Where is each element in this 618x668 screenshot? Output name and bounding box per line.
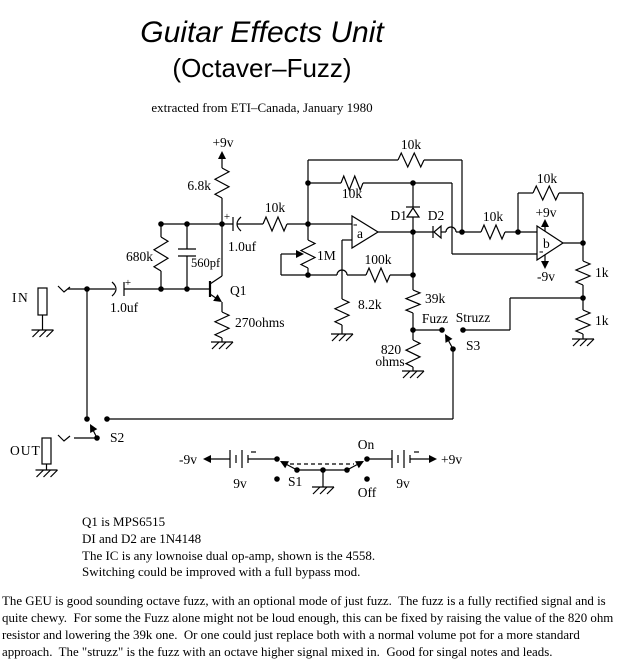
potentiometer-1m-label: 1M <box>317 248 336 263</box>
resistor-820ohms: 820 ohms <box>375 339 422 369</box>
resistor-1k-lower: 1k <box>574 309 609 335</box>
transistor-q1: Q1 <box>208 281 247 306</box>
capacitor-560pf-label: 560pf <box>191 256 221 270</box>
resistor-680k-label: 680k <box>126 249 153 264</box>
resistor-10k-input: 10k <box>262 200 288 233</box>
battery-positive-9v: +9v 9v <box>391 449 462 491</box>
resistor-10k-b-feedback: 10k <box>532 171 560 202</box>
struzz-contact-label: Struzz <box>456 310 491 325</box>
capacitor-input-label: 1.0uf <box>110 300 139 315</box>
resistor-6k8: 6.8k <box>187 167 231 199</box>
resistor-8k2: 8.2k <box>333 297 382 326</box>
capacitor-560pf: 560pf <box>178 248 221 270</box>
resistor-10k-b-input-label: 10k <box>483 209 504 224</box>
credit-line: extracted from ETI–Canada, January 1980 <box>151 100 373 115</box>
diode-d1: D1 <box>391 206 421 223</box>
capacitor-input-plus: + <box>125 277 131 289</box>
resistor-10k-input-label: 10k <box>265 200 286 215</box>
description-line: The GEU is good sounding octave fuzz, wi… <box>2 594 606 608</box>
resistor-680k: 680k <box>126 236 170 272</box>
resistor-1k-upper-label: 1k <box>595 265 609 280</box>
potentiometer-1m: 1M <box>296 239 336 269</box>
input-jack: IN <box>12 285 71 338</box>
resistor-10k-feedback-mid-label: 10k <box>342 186 363 201</box>
battery-right-label: 9v <box>396 476 410 491</box>
note-line: The IC is any lownoise dual op-amp, show… <box>82 547 376 563</box>
opamp-b-vee: -9v <box>537 269 555 284</box>
capacitor-coupling-label: 1.0uf <box>228 239 257 254</box>
battery-right-rail-label: +9v <box>441 452 462 467</box>
note-line: DI and D2 are 1N4148 <box>82 530 202 546</box>
opamp-b-minus: - <box>539 243 544 258</box>
opamp-b-vcc: +9v <box>535 205 556 220</box>
resistor-10k-feedback-top: 10k <box>397 137 425 169</box>
opamp-b: b - +9v -9v <box>535 205 565 284</box>
resistor-10k-b-feedback-label: 10k <box>537 171 558 186</box>
note-line: Q1 is MPS6515 <box>82 514 166 529</box>
resistor-100k-label: 100k <box>365 252 392 267</box>
switch-s1: S1 On Off <box>278 437 377 500</box>
opamp-a-minus: - <box>353 216 358 231</box>
output-jack: OUT <box>10 434 71 478</box>
opamp-a-label: a <box>357 226 363 241</box>
description-line: resistor and lowering the 39k one. Or on… <box>2 628 580 642</box>
page-subtitle: (Octaver–Fuzz) <box>172 53 352 83</box>
supply-label: +9v <box>212 135 233 150</box>
switch-s1-label: S1 <box>288 474 302 489</box>
resistor-6k8-label: 6.8k <box>187 178 211 193</box>
diode-d1-label: D1 <box>391 208 408 223</box>
output-label: OUT <box>10 443 41 458</box>
resistor-820-value: 820 <box>381 342 402 357</box>
wire-hop <box>336 269 348 276</box>
capacitor-input-1uf: + 1.0uf <box>110 277 139 315</box>
wire-hop <box>445 226 457 233</box>
resistor-8k2-label: 8.2k <box>358 297 382 312</box>
diode-d2: D2 <box>428 208 445 240</box>
switch-on-label: On <box>358 437 375 452</box>
resistor-270ohms: 270ohms <box>213 311 285 339</box>
switch-s2-label: S2 <box>110 430 124 445</box>
resistor-100k: 100k <box>365 252 392 284</box>
battery-left-label: 9v <box>233 476 247 491</box>
transistor-q1-label: Q1 <box>230 283 247 298</box>
capacitor-coupling-plus: + <box>224 211 230 223</box>
fuzz-contact-label: Fuzz <box>422 311 448 326</box>
description-line: approach. The "struzz" is the fuzz with … <box>2 645 553 659</box>
capacitor-coupling-1uf: + 1.0uf <box>224 211 257 254</box>
diode-d2-label: D2 <box>428 208 445 223</box>
junction-dots <box>84 180 586 482</box>
input-label: IN <box>12 290 29 305</box>
switch-s2: S2 <box>86 422 124 445</box>
battery-left-rail-label: -9v <box>179 452 197 467</box>
switch-s3: S3 Fuzz Struzz <box>422 310 490 353</box>
switch-s3-label: S3 <box>466 338 481 353</box>
notes-block: Q1 is MPS6515 DI and D2 are 1N4148 The I… <box>82 514 375 581</box>
description-paragraph: The GEU is good sounding octave fuzz, wi… <box>2 593 613 661</box>
supply-arrow-9v-top: +9v <box>212 135 234 159</box>
battery-negative-9v: -9v 9v <box>179 449 256 491</box>
page-title: Guitar Effects Unit <box>140 16 384 49</box>
resistor-10k-feedback-top-label: 10k <box>401 137 422 152</box>
resistor-1k-upper: 1k <box>574 260 609 286</box>
switch-off-label: Off <box>358 485 377 500</box>
resistor-39k: 39k <box>404 289 446 314</box>
opamp-a: a - <box>351 214 380 250</box>
resistor-39k-label: 39k <box>425 291 446 306</box>
resistor-10k-b-input: 10k <box>480 209 506 241</box>
opamp-b-label: b <box>543 236 550 251</box>
note-line: Switching could be improved with a full … <box>82 564 361 580</box>
resistor-820-unit: ohms <box>375 354 404 369</box>
resistor-1k-lower-label: 1k <box>595 313 609 328</box>
resistor-270ohms-label: 270ohms <box>235 315 285 330</box>
description-line: quite chewy. For some the Fuzz alone mig… <box>2 611 614 625</box>
resistor-10k-feedback-mid: 10k <box>340 174 364 201</box>
